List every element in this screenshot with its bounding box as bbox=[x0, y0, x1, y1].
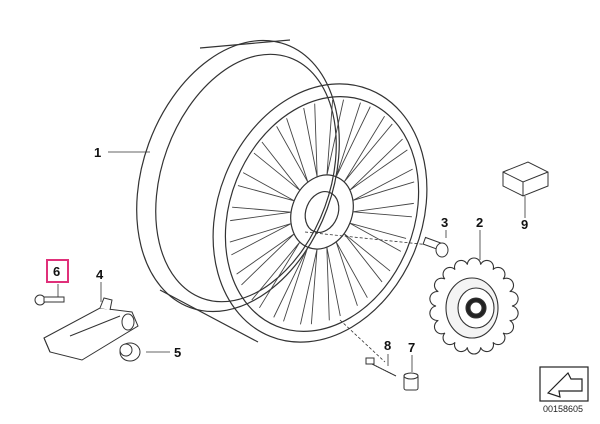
spoke bbox=[352, 202, 414, 218]
rim-front-edge bbox=[212, 83, 428, 343]
spoke bbox=[273, 247, 309, 322]
rim-front-lip bbox=[224, 96, 420, 332]
callout-6[interactable]: 6 bbox=[53, 264, 61, 279]
balance-weight bbox=[502, 161, 549, 197]
spoke bbox=[253, 141, 301, 191]
spoke bbox=[343, 115, 393, 183]
spoke bbox=[230, 206, 292, 222]
spoke bbox=[349, 138, 408, 191]
callout-7[interactable]: 7 bbox=[408, 340, 416, 355]
wheel-bolt bbox=[422, 236, 449, 258]
spoke bbox=[276, 118, 309, 183]
valve-insert-cap bbox=[403, 372, 419, 391]
spoke bbox=[303, 103, 318, 177]
spoke bbox=[335, 241, 368, 306]
spoke bbox=[326, 247, 341, 321]
next-arrow-icon[interactable] bbox=[539, 366, 589, 402]
callout-3[interactable]: 3 bbox=[441, 215, 449, 230]
spoke bbox=[349, 222, 407, 252]
spoke bbox=[335, 102, 371, 177]
callout-9[interactable]: 9 bbox=[521, 217, 529, 232]
wheel-hub bbox=[290, 174, 354, 250]
rim-back-edge bbox=[136, 39, 340, 313]
spoke bbox=[236, 233, 295, 286]
callout-4[interactable]: 4 bbox=[96, 267, 104, 282]
wheel-spokes bbox=[229, 99, 415, 325]
rim-back-inner bbox=[155, 53, 337, 303]
tpms-sensor bbox=[43, 297, 139, 361]
spoke bbox=[251, 241, 301, 309]
sensor-screw bbox=[34, 294, 65, 306]
spoke bbox=[237, 172, 295, 202]
valve-cap bbox=[119, 342, 141, 362]
callout-2[interactable]: 2 bbox=[476, 215, 484, 230]
valve-insert bbox=[365, 357, 397, 377]
callout-1[interactable]: 1 bbox=[94, 145, 102, 160]
callout-8[interactable]: 8 bbox=[384, 338, 392, 353]
spoke bbox=[229, 223, 292, 256]
hub-cap bbox=[429, 257, 519, 355]
spoke bbox=[300, 248, 318, 325]
spoke bbox=[326, 99, 344, 176]
callout-5[interactable]: 5 bbox=[174, 345, 182, 360]
part-number: 00158605 bbox=[543, 404, 584, 414]
spoke bbox=[352, 168, 415, 201]
spoke bbox=[343, 233, 391, 283]
selected-callout-frame bbox=[46, 259, 69, 283]
